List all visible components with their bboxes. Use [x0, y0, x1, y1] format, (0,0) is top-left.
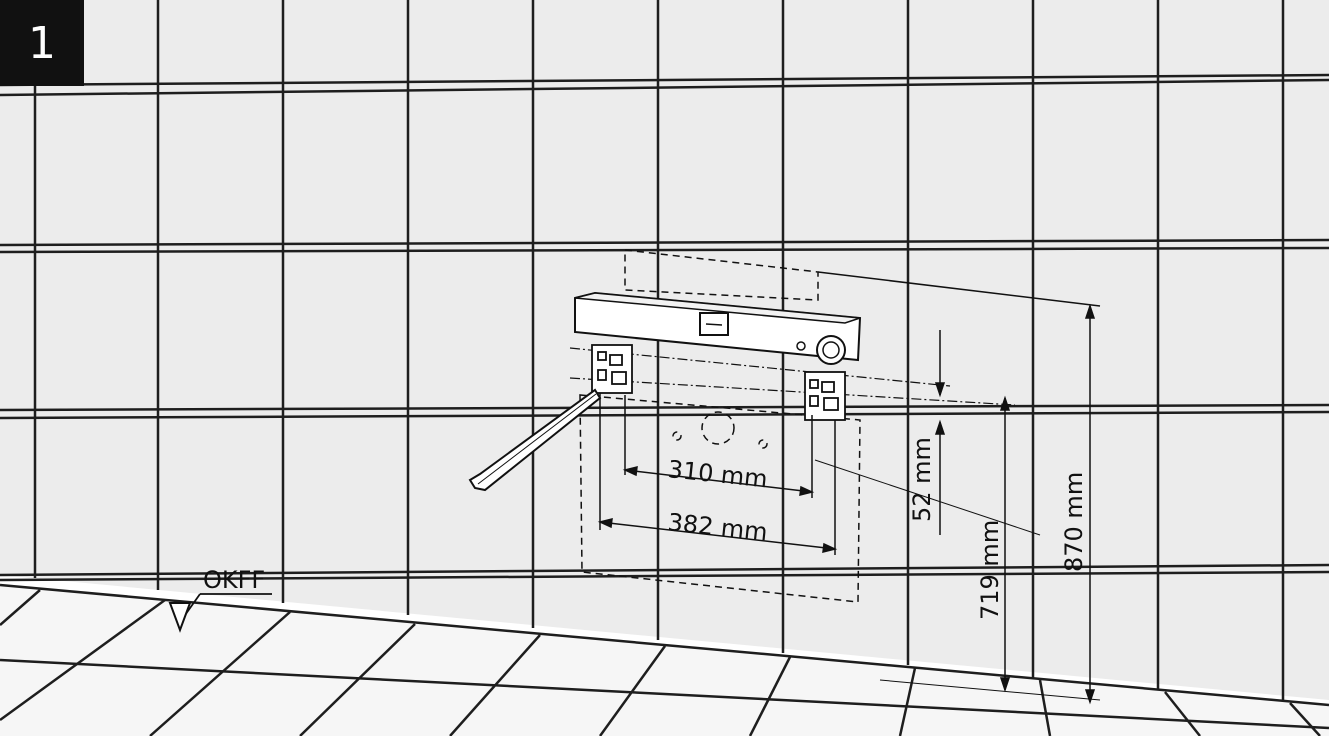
floor-surface	[0, 585, 1329, 736]
tiled-floor	[0, 583, 1329, 737]
dimension-lines	[597, 271, 1101, 705]
step-number-badge: 1	[0, 0, 84, 86]
dimension-label-870: 870 mm	[1060, 472, 1088, 572]
tiled-wall	[0, 0, 1329, 700]
wall-floor-joint	[0, 583, 1329, 707]
wall-grout-horizontal	[0, 73, 1329, 582]
step-number: 1	[28, 17, 56, 69]
okff-reference: OKFF	[168, 566, 272, 633]
spirit-level-round-vial	[816, 335, 846, 365]
left-bracket	[591, 344, 633, 394]
spirit-level-top	[574, 292, 861, 324]
wall-surface	[0, 0, 1329, 700]
dimension-label-719: 719 mm	[976, 520, 1004, 620]
spirit-level-hole	[796, 341, 806, 351]
centre-lines	[569, 347, 1016, 406]
spirit-level	[574, 291, 862, 365]
wall-grout-vertical	[33, 0, 1285, 700]
right-bracket	[804, 371, 846, 421]
dimension-label-52: 52 mm	[908, 437, 936, 522]
floor-grout	[0, 589, 1329, 737]
floor-level-triangle-icon	[168, 602, 192, 633]
okff-label: OKFF	[203, 566, 265, 594]
